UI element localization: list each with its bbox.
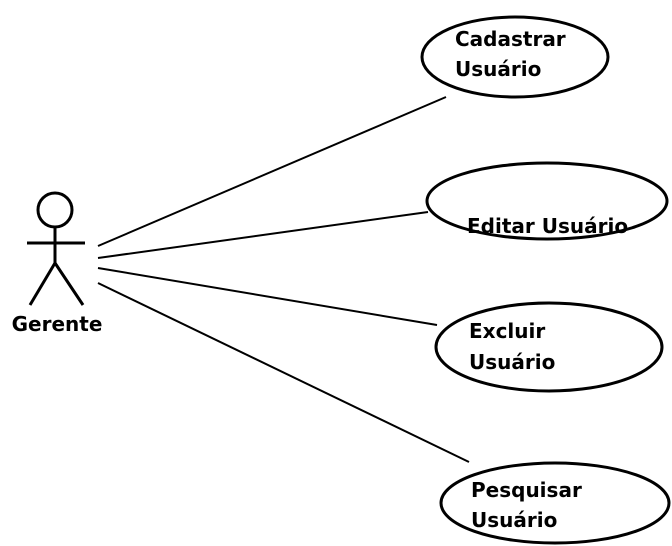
use-case-cadastrar-usuario: Cadastrar Usuário xyxy=(420,15,610,99)
associations xyxy=(97,96,470,463)
use-case-label-line2: Usuário xyxy=(471,508,557,532)
use-case-label-line1: Pesquisar xyxy=(471,478,582,502)
use-case-label-line2: Usuário xyxy=(455,57,541,81)
actor-head xyxy=(36,191,74,229)
use-case-editar-usuario: Editar Usuário xyxy=(425,161,669,241)
association-pesquisar xyxy=(97,282,470,463)
use-case-label-line1: Editar Usuário xyxy=(467,214,628,238)
use-case-ellipse xyxy=(420,15,610,99)
actor-name: Gerente xyxy=(12,312,103,336)
association-editar xyxy=(97,211,429,259)
use-case-ellipse xyxy=(439,461,671,545)
use-case-ellipse xyxy=(425,161,669,241)
use-case-label-line1: Excluir xyxy=(469,319,545,343)
use-case-ellipse xyxy=(434,301,664,393)
actor-left-leg xyxy=(28,262,57,306)
use-case-excluir-usuario: Excluir Usuário xyxy=(434,301,664,393)
use-case-label-line1: Cadastrar xyxy=(455,27,566,51)
actor-right-leg xyxy=(53,262,85,306)
actor-gerente: Gerente xyxy=(12,191,103,336)
association-cadastrar xyxy=(97,96,447,247)
association-excluir xyxy=(97,267,438,326)
use-case-label-line2: Usuário xyxy=(469,350,555,374)
use-case-pesquisar-usuario: Pesquisar Usuário xyxy=(439,461,671,545)
